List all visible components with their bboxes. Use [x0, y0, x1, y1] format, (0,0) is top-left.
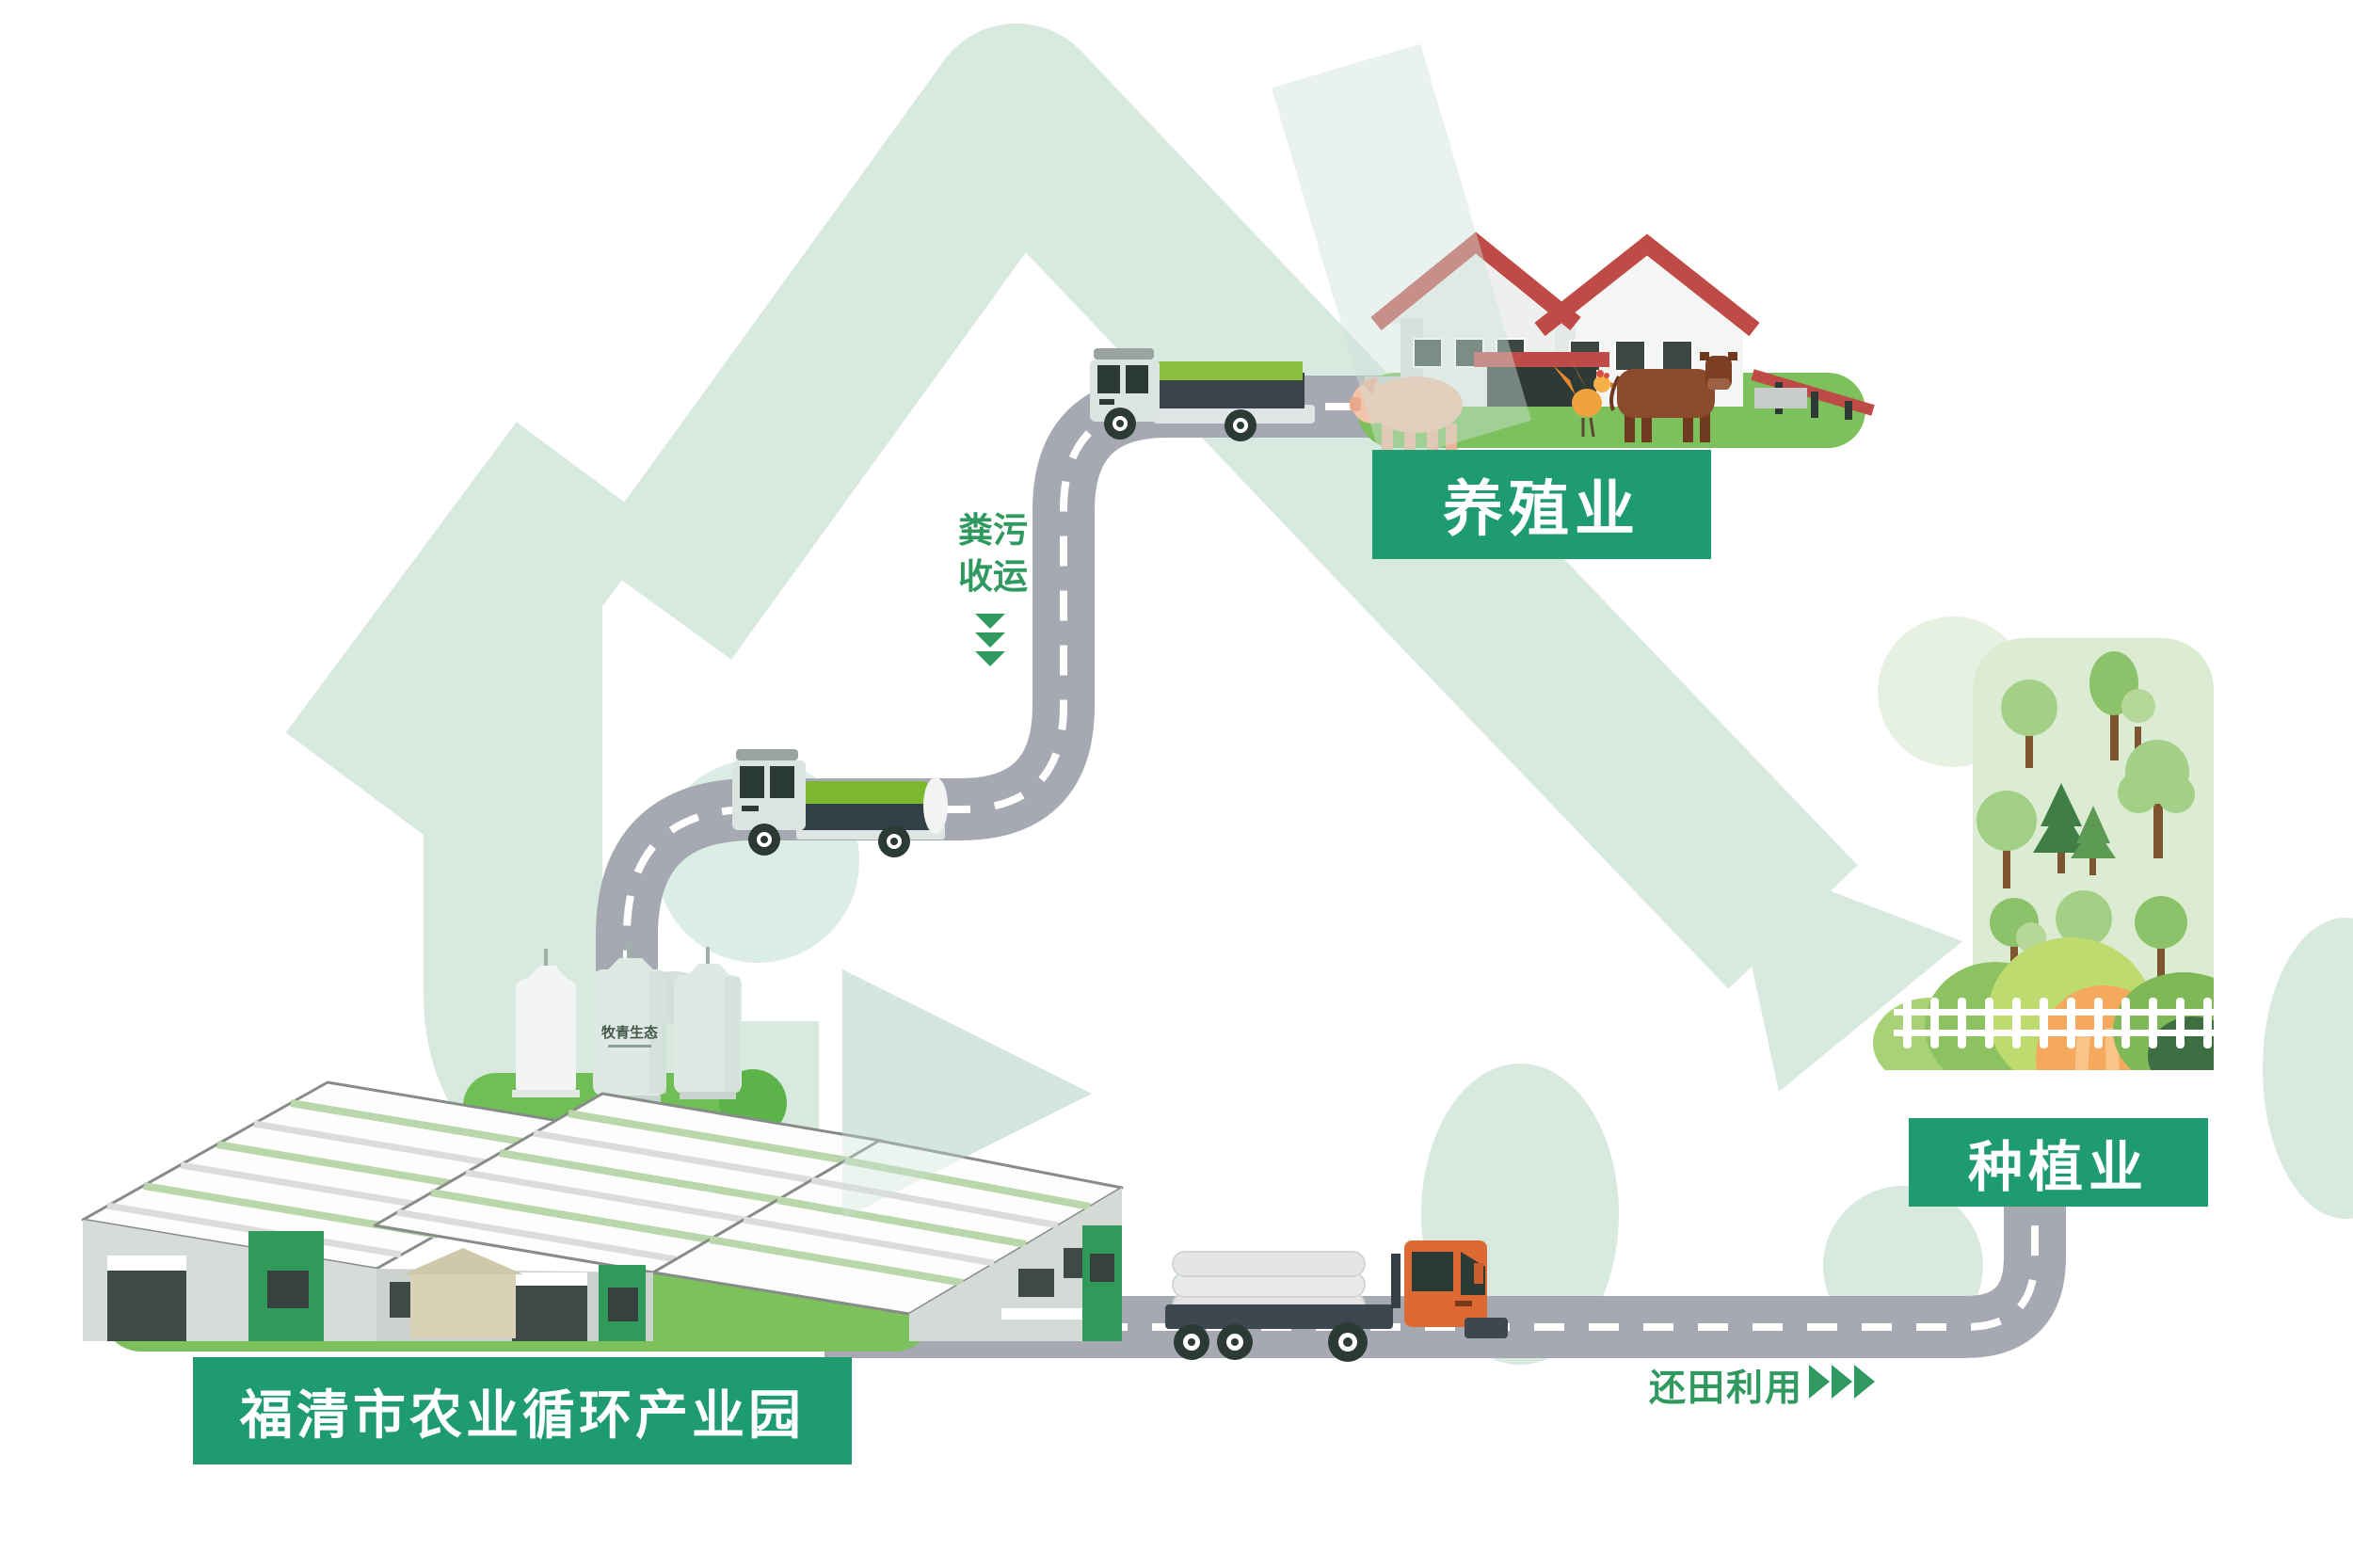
tanker-truck-icon: [732, 749, 948, 857]
silo-company-text: 牧青生态: [601, 1024, 658, 1041]
fertilizer-truck-icon: [1165, 1240, 1508, 1362]
right-arrows-icon: [1809, 1365, 1875, 1399]
park-label: 福清市农业循环产业园: [193, 1357, 852, 1464]
orchard-icon: [1873, 638, 2214, 1070]
cow-icon: [1609, 352, 1737, 442]
manure-note-line1: 粪污: [958, 510, 1028, 551]
factory-icon: [81, 1080, 1124, 1352]
road-field-return-route: [824, 1188, 2066, 1358]
road-manure-route: [596, 376, 1465, 1178]
breeding-label: 养殖业: [1372, 450, 1711, 559]
breeding-farm: [1350, 232, 1875, 452]
recycle-overlay-tint: [842, 43, 1532, 1219]
rooster-icon: [1553, 358, 1617, 438]
field-return-note: 还田利用: [1649, 1368, 1804, 1410]
manure-collection-note: 粪污 收运: [927, 508, 1059, 600]
down-arrows-icon: [975, 614, 1005, 666]
fence-icon: [1894, 998, 2214, 1048]
planting-label: 种植业: [1909, 1118, 2208, 1207]
manure-truck-icon: [1090, 348, 1315, 441]
pig-icon: [1350, 376, 1463, 452]
manure-note-line2: 收运: [958, 555, 1028, 597]
